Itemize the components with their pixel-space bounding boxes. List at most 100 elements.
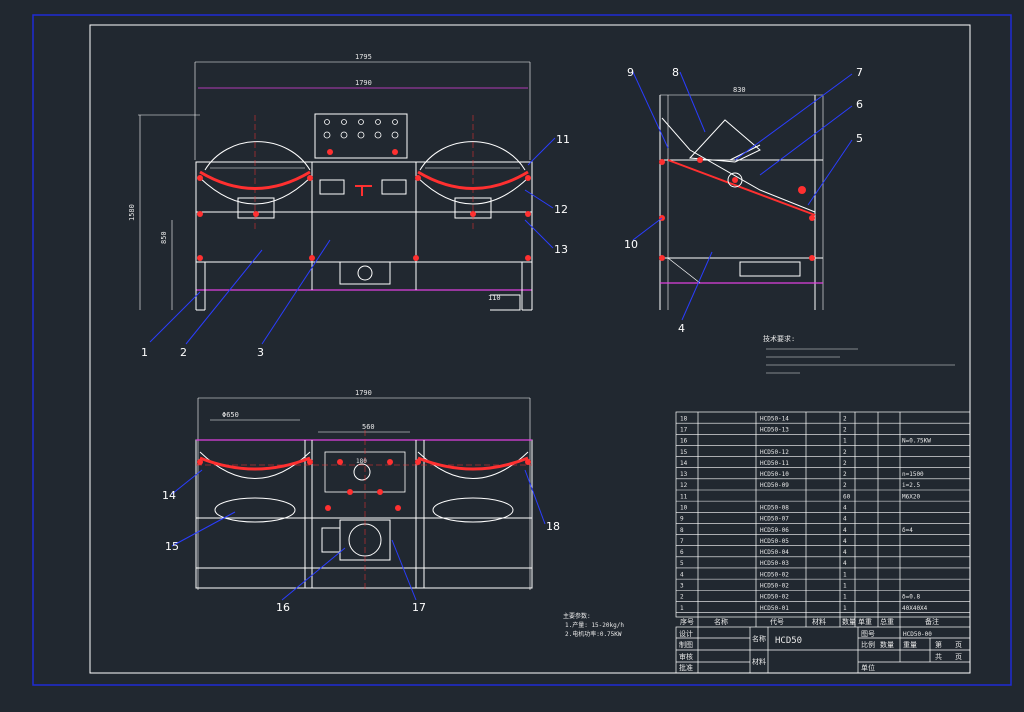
bom-row-no: 7 — [680, 538, 684, 545]
dimension-texts: 1795 1790 1580 850 110 830 1790 Φ650 560… — [128, 53, 746, 465]
bom-row-qty: 4 — [843, 538, 847, 545]
dim-front-base: 110 — [488, 294, 501, 302]
callout-12: 12 — [554, 203, 568, 216]
tb-sheet-no: 第 — [935, 640, 942, 649]
tb-company: 单位 — [861, 663, 875, 672]
bom-row-note: i=2.5 — [902, 482, 920, 489]
dim-top-overall: 1790 — [355, 389, 372, 397]
dim-top-center: 560 — [362, 423, 375, 431]
bom-header-cell: 代号 — [770, 617, 784, 626]
bom-row-no: 18 — [680, 415, 688, 422]
bom-row-code: HCD50-03 — [760, 560, 789, 567]
bom-row-code: HCD50-12 — [760, 449, 789, 456]
bom-row-no: 8 — [680, 527, 684, 534]
bom-header-cell: 名称 — [714, 617, 728, 626]
bom-row-no: 6 — [680, 549, 684, 556]
bom-row-code: HCD50-02 — [760, 594, 789, 601]
bom-row-qty: 1 — [843, 582, 847, 589]
bom-row-code: HCD50-06 — [760, 527, 789, 534]
callout-9: 9 — [627, 66, 634, 79]
bom-row-qty: 4 — [843, 549, 847, 556]
bom-row-code: HCD50-10 — [760, 471, 789, 478]
dim-top-motor: 180 — [356, 458, 367, 465]
callout-17: 17 — [412, 601, 426, 614]
bom-header-cell: 单重 — [858, 617, 872, 626]
bom-row-code: HCD50-09 — [760, 482, 789, 489]
bom-row-qty: 2 — [843, 460, 847, 467]
bom-row-no: 1 — [680, 605, 684, 612]
callout-labels: 1 2 3 4 5 6 7 8 9 10 11 12 13 14 15 16 1… — [141, 66, 863, 614]
dim-front-mid: 850 — [160, 231, 168, 244]
callout-2: 2 — [180, 346, 187, 359]
bom-row-code: HCD50-02 — [760, 582, 789, 589]
bom-row-qty: 1 — [843, 594, 847, 601]
callout-16: 16 — [276, 601, 290, 614]
bom-row-note: δ=4 — [902, 527, 913, 534]
bom-row-code: HCD50-11 — [760, 460, 789, 467]
callout-1: 1 — [141, 346, 148, 359]
tb-scale: 比例 — [861, 640, 875, 649]
bom-row-qty: 2 — [843, 449, 847, 456]
bom-row-no: 16 — [680, 438, 688, 445]
bom-row-no: 15 — [680, 449, 688, 456]
tb-weight: 重量 — [903, 641, 917, 649]
dim-front-inner: 1790 — [355, 79, 372, 87]
bom-row-no: 14 — [680, 460, 688, 467]
param-line-2: 2.电机功率:0.75KW — [565, 630, 622, 638]
callout-3: 3 — [257, 346, 264, 359]
tb-name-label: 名称 — [752, 634, 766, 643]
dim-top-pan: Φ650 — [222, 411, 239, 419]
bom-row-no: 12 — [680, 482, 688, 489]
bom-row-code: HCD50-14 — [760, 415, 789, 422]
bom-row-note: N=0.75KW — [902, 438, 931, 445]
callout-4: 4 — [678, 322, 685, 335]
bom-row-note: δ=0.8 — [902, 594, 920, 601]
top-view — [195, 397, 533, 590]
bom-row-code: HCD50-05 — [760, 538, 789, 545]
bom-row-qty: 1 — [843, 438, 847, 445]
bom-header-cell: 材料 — [812, 617, 826, 626]
param-line-1: 1.产量: 15-20kg/h — [565, 621, 624, 629]
dim-side-width: 830 — [733, 86, 746, 94]
bom-row-code: HCD50-13 — [760, 426, 789, 433]
title-block-text: 设计 制图 审核 批准 名称 材料 HCD50 图号 HCD50-00 比例 数… — [679, 629, 962, 672]
tb-product-name: HCD50 — [775, 636, 802, 646]
bom-header-cell: 数量 — [842, 617, 856, 626]
tb-total-unit: 页 — [955, 653, 962, 661]
notes: 技术要求: 主要参数: 1.产量: 15-20kg/h 2.电机功率:0.75K… — [563, 334, 955, 638]
tb-material-label: 材料 — [752, 657, 766, 666]
bom-row-code: HCD50-01 — [760, 605, 789, 612]
bom-row-no: 11 — [680, 493, 688, 500]
callout-14: 14 — [162, 489, 176, 502]
tb-drawing-no: HCD50-00 — [903, 631, 932, 638]
param-title: 主要参数: — [563, 612, 591, 620]
bom-row-no: 4 — [680, 571, 684, 578]
bom-row-no: 2 — [680, 594, 684, 601]
bom-row-note: M6X20 — [902, 493, 920, 500]
callout-10: 10 — [624, 238, 638, 251]
bom-row-no: 3 — [680, 582, 684, 589]
bom-row-no: 17 — [680, 426, 688, 433]
side-view — [659, 94, 824, 310]
bom-row-qty: 2 — [843, 471, 847, 478]
dim-front-height: 1580 — [128, 204, 136, 221]
bom-row-qty: 1 — [843, 605, 847, 612]
bom-row-note: n=1500 — [902, 471, 924, 478]
bom-row-code: HCD50-08 — [760, 504, 789, 511]
tb-checker: 审核 — [679, 652, 693, 661]
tb-designer: 设计 — [679, 629, 693, 638]
dim-front-overall: 1795 — [355, 53, 372, 61]
bom-row-note: 40X40X4 — [902, 605, 928, 612]
bom-header-cell: 总重 — [880, 617, 894, 626]
callout-7: 7 — [856, 66, 863, 79]
bom-row-qty: 2 — [843, 426, 847, 433]
bom-row-no: 13 — [680, 471, 688, 478]
leader-lines — [149, 71, 853, 601]
callout-18: 18 — [546, 520, 560, 533]
callout-8: 8 — [672, 66, 679, 79]
bom-header-row: 序号名称代号材料数量单重总重备注 — [680, 617, 939, 626]
tb-quantity: 数量 — [880, 640, 894, 649]
callout-6: 6 — [856, 98, 863, 111]
bom-row-qty: 4 — [843, 527, 847, 534]
